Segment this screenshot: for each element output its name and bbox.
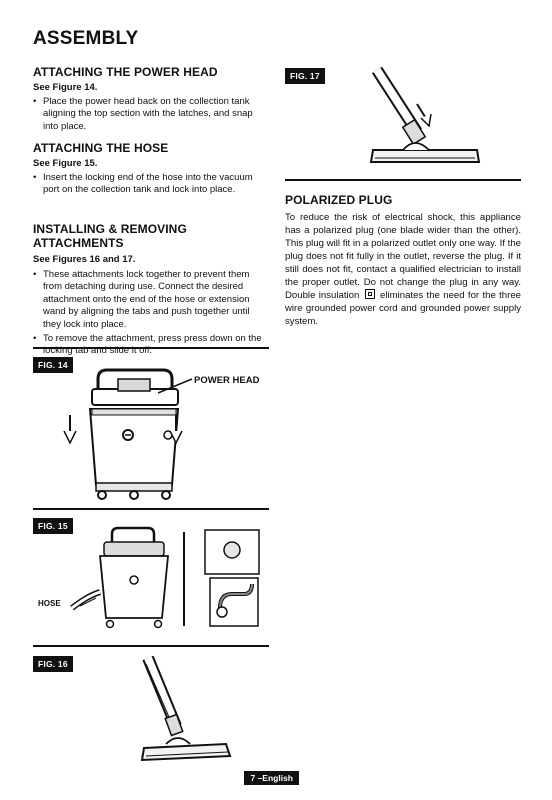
list-item: These attachments lock together to preve… xyxy=(33,269,268,331)
section-polarized-plug: POLARIZED PLUG To reduce the risk of ele… xyxy=(285,193,521,329)
fig17-label-wrap: FIG. 17 xyxy=(285,66,325,84)
extension-wand-floor-nozzle-image xyxy=(140,656,232,762)
power-head-list: Place the power head back on the collect… xyxy=(33,96,268,133)
fig14-label: FIG. 14 xyxy=(33,357,73,373)
polarized-body: To reduce the risk of electrical shock, … xyxy=(285,212,521,329)
attachments-list: These attachments lock together to preve… xyxy=(33,269,268,358)
double-insulation-icon xyxy=(364,289,375,300)
shop-vac-power-head-image xyxy=(63,368,193,500)
page-footer: 7 –English xyxy=(244,771,299,785)
divider xyxy=(33,347,269,349)
hose-attachment-image xyxy=(70,526,260,629)
fig17-illustration xyxy=(365,66,485,176)
fig16-label: FIG. 16 xyxy=(33,656,73,672)
fig14-illustration xyxy=(60,365,270,500)
fig16-label-wrap: FIG. 16 xyxy=(33,654,73,672)
section-attachments: INSTALLING & REMOVING ATTACHMENTS See Fi… xyxy=(33,222,268,360)
divider xyxy=(33,508,269,510)
polarized-heading: POLARIZED PLUG xyxy=(285,193,393,207)
fig14-callout: POWER HEAD xyxy=(194,375,260,386)
list-item: Insert the locking end of the hose into … xyxy=(33,172,268,197)
floor-nozzle-attachment-image xyxy=(369,66,481,163)
fig15-callout: HOSE xyxy=(38,599,61,608)
polarized-text-after: eliminates the need for the three wire g… xyxy=(285,290,522,328)
fig17-label: FIG. 17 xyxy=(285,68,325,84)
hose-heading: ATTACHING THE HOSE xyxy=(33,141,169,155)
power-head-heading: ATTACHING THE POWER HEAD xyxy=(33,65,218,79)
divider xyxy=(33,645,269,647)
section-hose: ATTACHING THE HOSE See Figure 15. Insert… xyxy=(33,141,268,199)
polarized-text-before: To reduce the risk of electrical shock, … xyxy=(285,212,521,302)
page-title: ASSEMBLY xyxy=(33,28,139,49)
list-item: To remove the attachment, press press do… xyxy=(33,333,268,358)
attachments-see: See Figures 16 and 17. xyxy=(33,254,136,265)
fig15-label: FIG. 15 xyxy=(33,518,73,534)
list-item: Place the power head back on the collect… xyxy=(33,96,268,133)
fig16-illustration xyxy=(130,656,245,766)
section-power-head: ATTACHING THE POWER HEAD See Figure 14. … xyxy=(33,65,268,135)
attachments-heading: INSTALLING & REMOVING ATTACHMENTS xyxy=(33,222,187,250)
fig14-label-wrap: FIG. 14 xyxy=(33,355,73,373)
hose-see: See Figure 15. xyxy=(33,158,98,169)
fig15-label-wrap: FIG. 15 xyxy=(33,516,73,534)
power-head-see: See Figure 14. xyxy=(33,82,98,93)
fig15-illustration xyxy=(60,522,265,637)
divider xyxy=(285,179,521,181)
hose-list: Insert the locking end of the hose into … xyxy=(33,172,268,197)
